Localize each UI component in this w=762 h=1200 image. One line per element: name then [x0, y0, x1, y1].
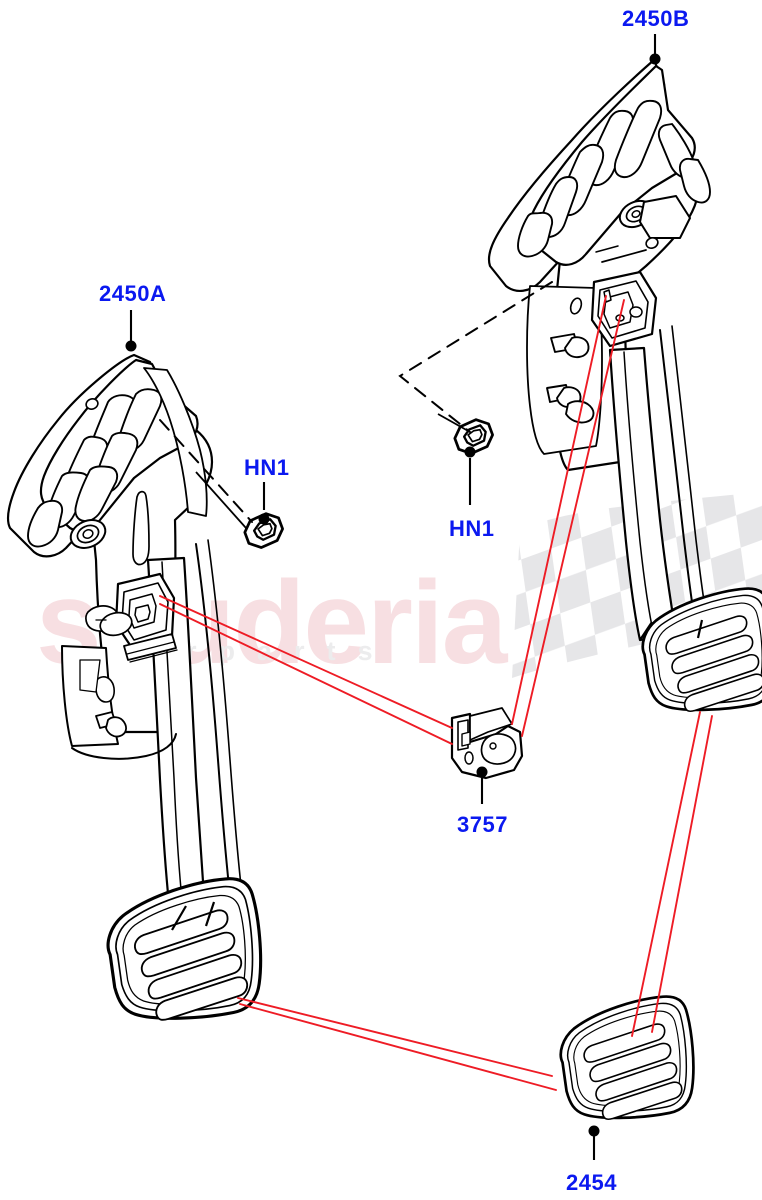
- brake-arm-to-pad: [639, 619, 704, 641]
- callout-label-hn1-right[interactable]: HN1: [449, 516, 495, 541]
- callout-label-3757[interactable]: 3757: [457, 812, 508, 837]
- assembly-pointer-lines: [195, 413, 471, 529]
- dashed-line-clutch-to-nut: [159, 419, 253, 523]
- callout-dot-hn1-right: [464, 446, 476, 458]
- dashed-line-brake-to-nut: [398, 281, 553, 433]
- callout-dots: [125, 53, 661, 1137]
- callout-dot-2454: [588, 1125, 600, 1137]
- callout-label-2450a[interactable]: 2450A: [99, 281, 167, 306]
- callout-dot-3757: [476, 766, 488, 778]
- assembly-dashed-lines: [159, 281, 553, 523]
- callout-label-hn1-left[interactable]: HN1: [244, 455, 290, 480]
- pedal-pad-loose: [553, 991, 703, 1129]
- callout-leaders: [129, 34, 657, 1160]
- callout-label-2454[interactable]: 2454: [566, 1170, 617, 1195]
- red-connector-lines: [159, 295, 713, 1091]
- callout-label-2450b[interactable]: 2450B: [622, 6, 690, 31]
- clutch-pedal-assembly: [6, 353, 245, 932]
- clutch-arm-to-pad: [171, 901, 216, 931]
- callout-dot-hn1-left: [258, 513, 270, 525]
- callout-dot-2450b: [649, 53, 661, 65]
- pedal-stop-bracket: [450, 707, 524, 780]
- callout-dot-2450a: [125, 340, 137, 352]
